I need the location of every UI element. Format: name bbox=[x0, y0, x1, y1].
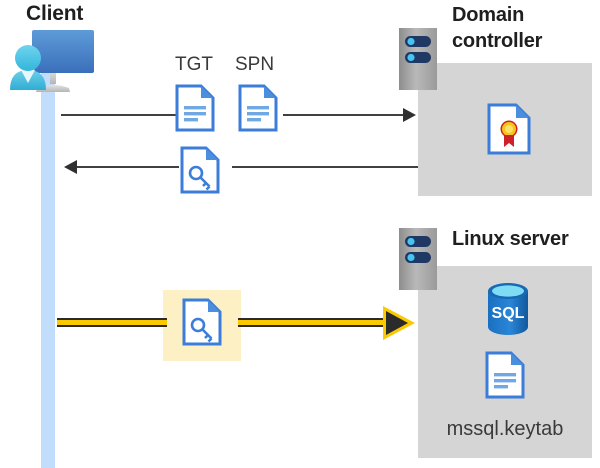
certificate-document-icon bbox=[487, 103, 531, 155]
linux-server-title: Linux server bbox=[452, 228, 569, 250]
spn-label: SPN bbox=[235, 54, 275, 75]
key-document-icon-service-ticket bbox=[182, 298, 222, 346]
sql-label: SQL bbox=[492, 305, 525, 322]
keytab-document-icon bbox=[485, 351, 525, 399]
service-ticket-arrowhead-inner-icon bbox=[386, 311, 408, 335]
domain-controller-title: Domain controller bbox=[452, 4, 543, 52]
domain-controller-server-icon bbox=[399, 28, 437, 95]
request-line-right bbox=[283, 114, 403, 116]
service-ticket-line-left bbox=[57, 318, 167, 327]
sql-database-icon: SQL bbox=[484, 282, 532, 336]
response-line-right bbox=[232, 166, 418, 168]
keytab-filename-label: mssql.keytab bbox=[446, 418, 564, 440]
tgt-label: TGT bbox=[175, 54, 213, 75]
request-line-left bbox=[61, 114, 179, 116]
client-lifeline bbox=[41, 72, 55, 468]
client-computer-icon bbox=[4, 26, 100, 96]
response-arrowhead-left-icon bbox=[64, 160, 77, 174]
client-title: Client bbox=[26, 2, 84, 25]
response-line-left bbox=[77, 166, 179, 168]
tgt-document-icon bbox=[175, 84, 215, 132]
service-ticket-line-right bbox=[238, 318, 388, 327]
linux-server-icon bbox=[399, 228, 437, 295]
spn-document-icon bbox=[238, 84, 278, 132]
key-document-icon-response bbox=[180, 146, 220, 194]
request-arrowhead-right-icon bbox=[403, 108, 416, 122]
